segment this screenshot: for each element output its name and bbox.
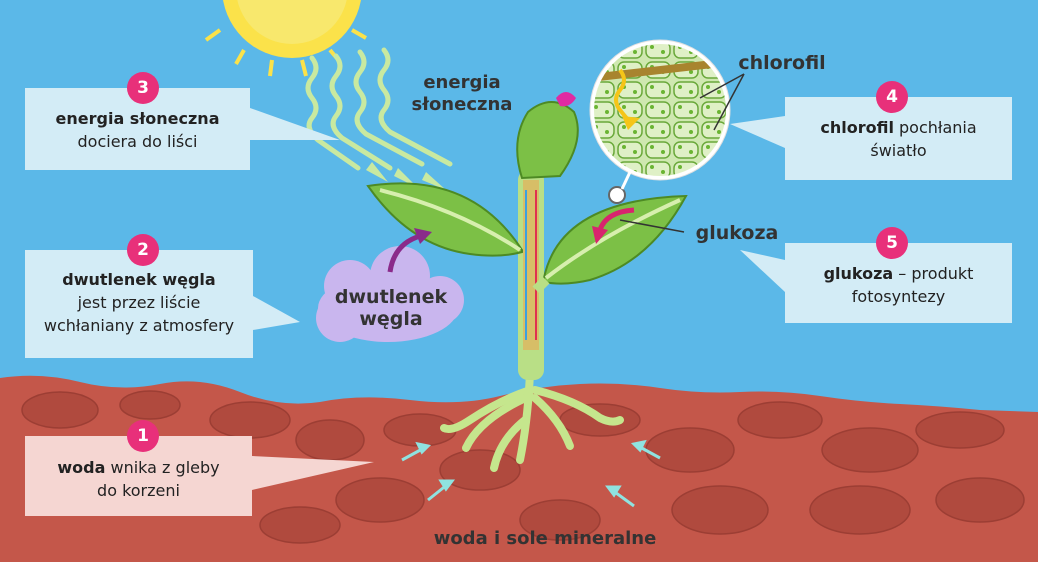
- co2-cloud: [316, 246, 464, 342]
- chlorophyll-label: chlorofil: [738, 52, 826, 74]
- callout-5-line2: fotosyntezy: [851, 287, 946, 306]
- callout-3-line2: dociera do liści: [77, 132, 198, 151]
- callout-4-bold: chlorofil: [820, 118, 894, 137]
- glucose-pointer-line: [619, 219, 685, 233]
- right-leaf: [532, 194, 688, 294]
- sunbeam-arrows: [305, 47, 453, 171]
- soil-rocks: [21, 390, 1025, 544]
- co2-label: dwutlenek węgla: [332, 286, 450, 330]
- callout-3-bold: energia słoneczna: [55, 109, 220, 128]
- callout-1-text: woda wnika z gleby do korzeni: [25, 456, 252, 502]
- callout-2-bold: dwutlenek węgla: [62, 270, 216, 289]
- callout-3-badge: 3: [127, 72, 159, 104]
- glucose-arrow: [597, 207, 635, 231]
- callout-4-text: chlorofil pochłania światło: [785, 116, 1012, 162]
- callout-2-line3: wchłaniany z atmosfery: [43, 316, 235, 335]
- callout-4-rest: pochłania: [893, 118, 977, 137]
- flower-bud: [516, 92, 579, 180]
- callout-5-badge: 5: [876, 227, 908, 259]
- callout-1-line2: do korzeni: [97, 481, 180, 500]
- sun-energy-label-line2: słoneczna: [411, 94, 513, 115]
- water-minerals-label: woda i sole mineralne: [433, 528, 657, 549]
- callout-1-badge: 1: [127, 420, 159, 452]
- chlorophyll-magnifier: [589, 39, 731, 204]
- callout-1-rest: wnika z gleby: [105, 458, 220, 477]
- co2-label-line2: węgla: [359, 308, 423, 330]
- callout-2-badge: 2: [127, 234, 159, 266]
- callout-2-text: dwutlenek węgla jest przez liście wchłan…: [25, 268, 253, 337]
- callout-3-text: energia słoneczna dociera do liści: [25, 107, 250, 153]
- callout-5-text: glukoza – produkt fotosyntezy: [785, 262, 1012, 308]
- callout-4-line2: światło: [870, 141, 927, 160]
- water-arrows: [401, 439, 661, 508]
- left-leaf: [366, 182, 523, 257]
- glucose-label: glukoza: [695, 222, 779, 244]
- callout-2-box: [25, 250, 300, 358]
- callout-1-bold: woda: [57, 458, 106, 477]
- plant-roots: [440, 368, 624, 472]
- callout-4-badge: 4: [876, 81, 908, 113]
- sun-energy-label: energia słoneczna: [404, 72, 520, 116]
- callout-2-line2: jest przez liście: [77, 293, 201, 312]
- co2-arrow: [387, 233, 421, 273]
- sun-energy-label-line1: energia: [423, 72, 501, 93]
- callout-5-rest: – produkt: [893, 264, 974, 283]
- co2-label-line1: dwutlenek: [334, 286, 448, 308]
- callout-5-bold: glukoza: [823, 264, 894, 283]
